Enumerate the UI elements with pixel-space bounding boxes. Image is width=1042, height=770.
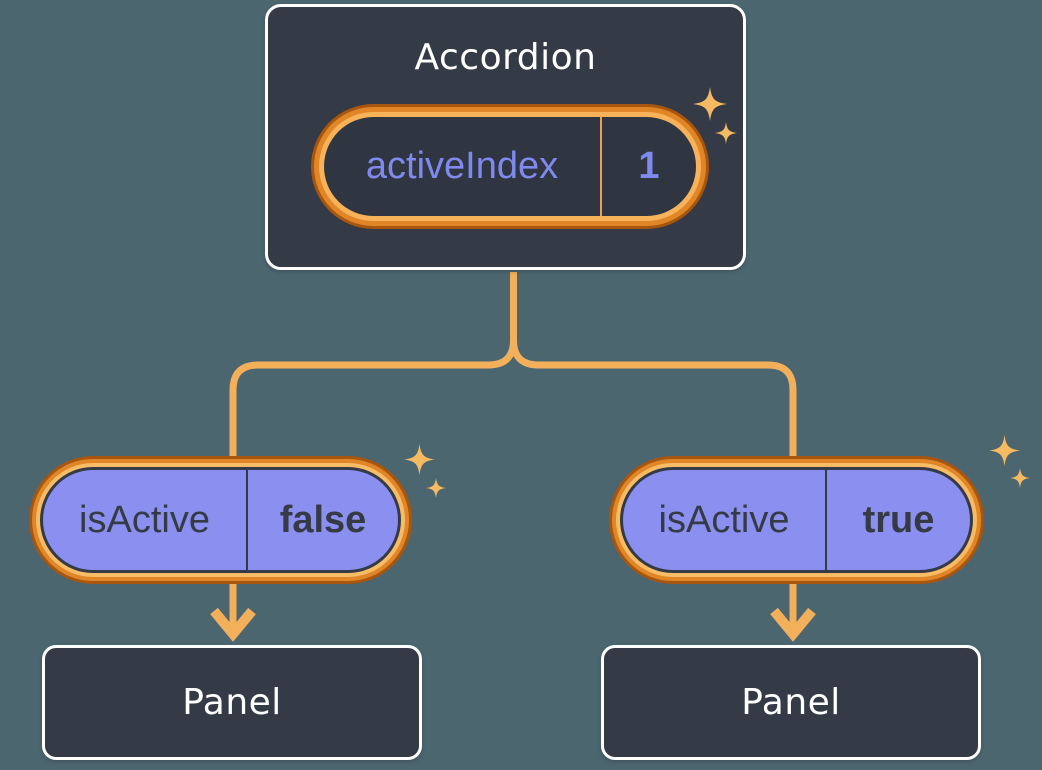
state-name: activeIndex [365, 145, 559, 187]
sparkle-icon [404, 444, 435, 475]
sparkle-icon [1010, 468, 1030, 488]
sparkle-icon [693, 87, 727, 121]
pill-divider [246, 470, 248, 570]
sparkle-icon [426, 478, 446, 498]
prop-name: isActive [658, 498, 790, 541]
connector-right [510, 272, 797, 632]
arrow-down-icon [210, 607, 256, 642]
prop-name: isActive [79, 498, 210, 541]
prop-value: false [279, 498, 367, 541]
panel-card-left: Panel [42, 645, 422, 760]
panel-title: Panel [741, 682, 841, 723]
prop-pill-isactive-left: isActive false [43, 470, 398, 570]
sparkle-icon [715, 122, 737, 144]
panel-title: Panel [182, 682, 282, 723]
connector-left [229, 272, 517, 632]
panel-card-right: Panel [601, 645, 981, 760]
state-value: 1 [638, 145, 660, 187]
sparkle-icon [989, 435, 1020, 466]
pill-divider [825, 470, 827, 570]
arrow-down-icon [770, 607, 816, 642]
pill-divider [600, 117, 602, 216]
accordion-title: Accordion [414, 37, 597, 78]
state-pill-activeindex: activeIndex 1 [324, 117, 696, 216]
prop-pill-isactive-right: isActive true [623, 470, 970, 570]
prop-value: true [862, 498, 935, 541]
